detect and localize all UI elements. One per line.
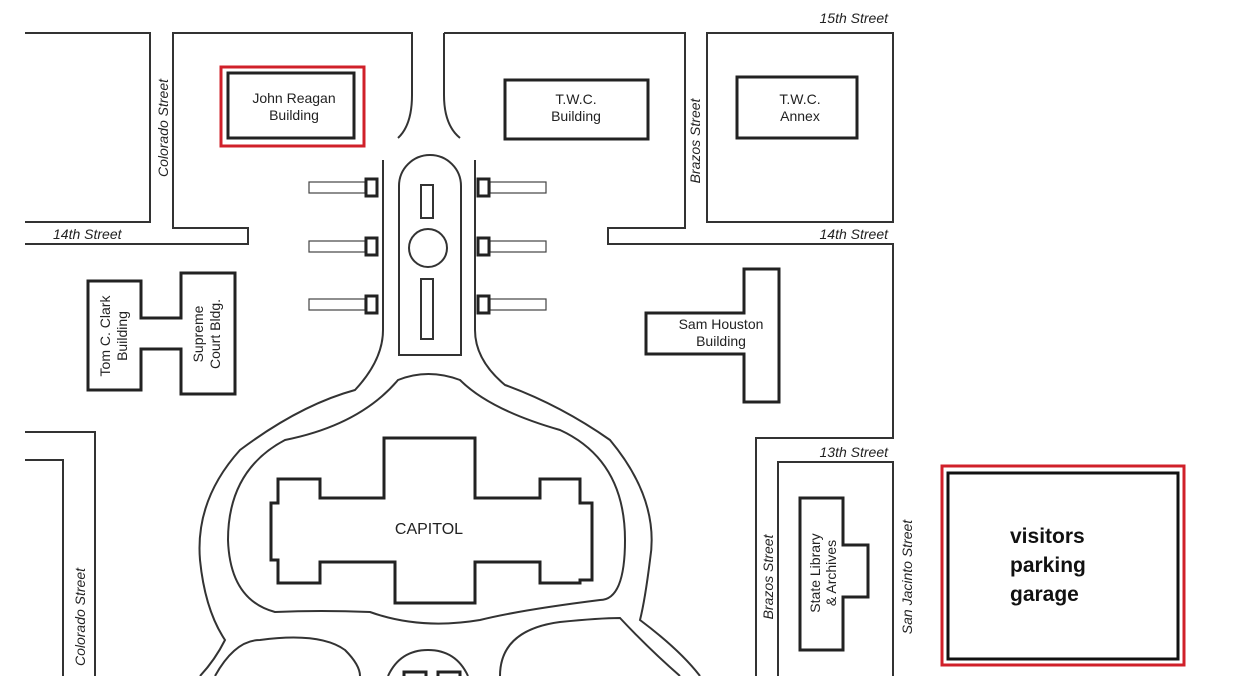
bench <box>489 181 547 194</box>
sam-houston-building[interactable]: Sam Houston Building <box>644 267 781 404</box>
street-label-colorado: Colorado Street <box>72 567 88 666</box>
building-label: Annex <box>780 108 820 124</box>
building-label: parking <box>1010 554 1086 577</box>
building-label: John Reagan <box>252 90 335 106</box>
bench <box>308 240 366 253</box>
building-label: T.W.C. <box>555 91 596 107</box>
building-label: Building <box>696 333 746 349</box>
twc-building[interactable]: T.W.C. Building <box>503 78 650 141</box>
bench <box>489 240 547 253</box>
bench <box>489 298 547 311</box>
state-library-archives[interactable]: State Library & Archives <box>798 496 870 652</box>
capitol-building[interactable]: CAPITOL <box>269 436 594 605</box>
bench-post <box>364 236 379 257</box>
building-label: Building <box>269 107 319 123</box>
bench-post <box>364 294 379 315</box>
capitol-grounds-roads <box>198 160 701 676</box>
building-label: Court Bldg. <box>207 299 223 369</box>
bench-post <box>364 177 379 198</box>
street-label-13th: 13th Street <box>820 444 890 460</box>
building-label: garage <box>1010 583 1079 606</box>
street-label-15th: 15th Street <box>820 10 890 26</box>
bench-post <box>476 177 491 198</box>
john-reagan-building[interactable]: John Reagan Building <box>219 65 366 148</box>
street-label-brazos: Brazos Street <box>760 533 776 619</box>
building-label: T.W.C. <box>779 91 820 107</box>
street-labels: 15th Street 14th Street 14th Street 13th… <box>53 10 915 666</box>
bench-post <box>476 236 491 257</box>
street-label-brazos: Brazos Street <box>687 97 703 183</box>
highlight-box <box>219 65 366 148</box>
building-label: Supreme <box>190 305 206 362</box>
building-label: Building <box>551 108 601 124</box>
street-label-14th: 14th Street <box>53 226 123 242</box>
street-label-san-jacinto: San Jacinto Street <box>899 519 915 635</box>
bench <box>308 298 366 311</box>
building-label: Sam Houston <box>679 316 764 332</box>
building-label: visitors <box>1010 525 1085 548</box>
street-label-14th: 14th Street <box>820 226 890 242</box>
building-label: Tom C. Clark <box>97 295 113 377</box>
bench-post <box>476 294 491 315</box>
street-blocks <box>25 32 894 676</box>
highlight-box <box>940 464 1186 667</box>
bench <box>308 181 366 194</box>
tom-c-clark-and-supreme-court[interactable]: Tom C. Clark Building Supreme Court Bldg… <box>86 271 237 396</box>
twc-annex[interactable]: T.W.C. Annex <box>735 75 859 140</box>
capitol-mall <box>398 154 462 356</box>
street-label-colorado: Colorado Street <box>155 78 171 177</box>
building-label: CAPITOL <box>395 521 463 538</box>
building-label: & Archives <box>823 540 839 606</box>
building-label: Building <box>114 311 130 361</box>
visitors-parking-garage[interactable]: visitors parking garage <box>940 464 1186 667</box>
building-label: State Library <box>807 533 823 612</box>
mall-benches <box>308 177 547 315</box>
